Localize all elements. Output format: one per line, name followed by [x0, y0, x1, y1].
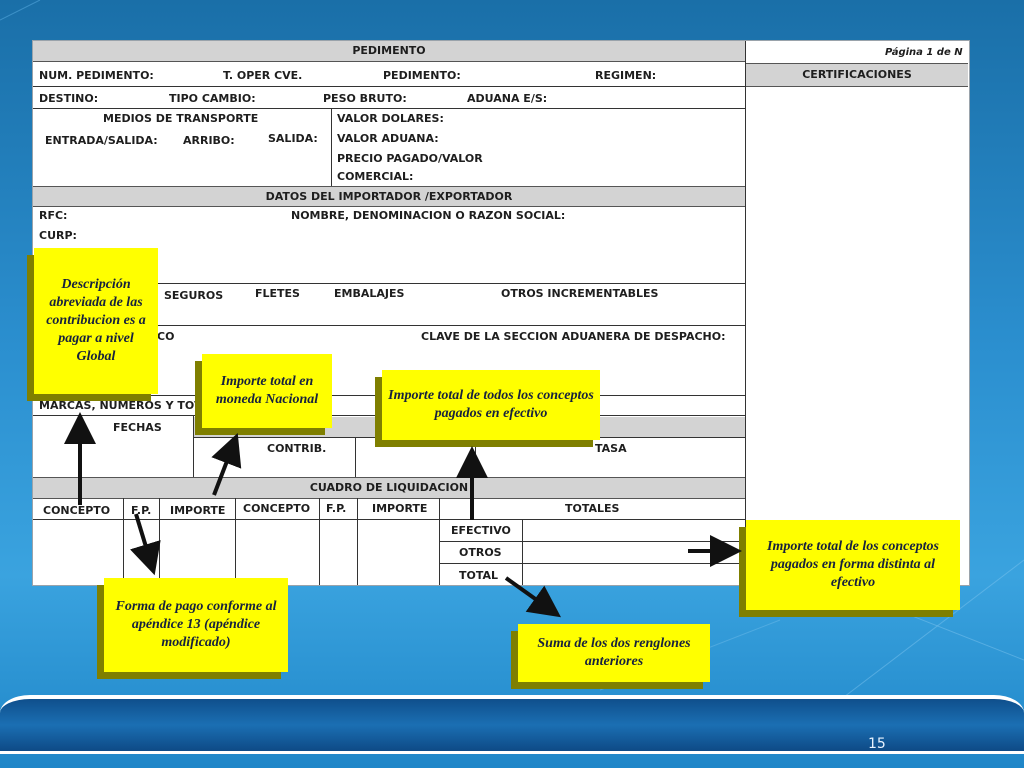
precio-pagado-label: PRECIO PAGADO/VALOR [337, 152, 483, 165]
form-title: PEDIMENTO [33, 41, 745, 62]
concepto-label-1: CONCEPTO [43, 504, 111, 517]
marcas-label: MARCAS, NUMEROS Y TOT [39, 399, 202, 412]
salida-label: SALIDA: [268, 132, 318, 145]
page-indicator: Página 1 de N [885, 47, 963, 58]
tipo-cambio-label: TIPO CAMBIO: [169, 92, 256, 105]
callout-importe-distinta: Importe total de los conceptos pagados e… [746, 520, 960, 610]
aduana-es-label: ADUANA E/S: [467, 92, 548, 105]
total-label: TOTAL [459, 569, 499, 582]
valor-aduana-label: VALOR ADUANA: [337, 132, 439, 145]
fp-label-2: F.P. [326, 502, 347, 515]
clave-seccion-label: CLAVE DE LA SECCION ADUANERA DE DESPACHO… [421, 330, 726, 343]
regimen-label: REGIMEN: [595, 69, 657, 82]
num-pedimento-label: NUM. PEDIMENTO: [39, 69, 154, 82]
entrada-salida-label: ENTRADA/SALIDA: [45, 134, 158, 147]
comercial-label: COMERCIAL: [337, 170, 414, 183]
curp-label: CURP: [39, 229, 77, 242]
importe-label-2: IMPORTE [372, 502, 428, 515]
page-number: 15 [868, 736, 886, 752]
callout-suma: Suma de los dos renglones anteriores [518, 624, 710, 682]
concepto-label-2: CONCEPTO [243, 502, 311, 515]
co-label: CO [157, 330, 175, 343]
arribo-label: ARRIBO: [183, 134, 235, 147]
otros-incrementables-label: OTROS INCREMENTABLES [501, 287, 659, 300]
callout-importe-efectivo: Importe total de todos los conceptos pag… [382, 370, 600, 440]
fletes-label: FLETES [255, 287, 300, 300]
tasa-label: TASA [595, 442, 627, 455]
contrib-label: CONTRIB. [267, 442, 327, 455]
efectivo-label: EFECTIVO [451, 524, 511, 537]
fp-label-1: F.P. [131, 504, 152, 517]
footer-band [0, 695, 1024, 754]
peso-bruto-label: PESO BRUTO: [323, 92, 407, 105]
cuadro-liquidacion-header: CUADRO DE LIQUIDACION [33, 477, 745, 499]
rfc-label: RFC: [39, 209, 68, 222]
pedimento-label: PEDIMENTO: [383, 69, 461, 82]
t-oper-label: T. OPER CVE. [223, 69, 303, 82]
callout-importe-nacional: Importe total en moneda Nacional [202, 354, 332, 428]
medios-transporte-label: MEDIOS DE TRANSPORTE [103, 112, 259, 125]
embalajes-label: EMBALAJES [334, 287, 405, 300]
valor-dolares-label: VALOR DOLARES: [337, 112, 444, 125]
importe-label-1: IMPORTE [170, 504, 226, 517]
pedimento-form: PEDIMENTO Página 1 de N NUM. PEDIMENTO: … [32, 40, 970, 586]
callout-descripcion: Descripción abreviada de las contribucio… [34, 248, 158, 394]
certificaciones-header: CERTIFICACIONES [746, 63, 968, 87]
seguros-label: SEGUROS [164, 289, 224, 302]
callout-forma-pago: Forma de pago conforme al apéndice 13 (a… [104, 578, 288, 672]
otros-label: OTROS [459, 546, 502, 559]
datos-importador-header: DATOS DEL IMPORTADOR /EXPORTADOR [33, 186, 745, 207]
destino-label: DESTINO: [39, 92, 99, 105]
totales-label: TOTALES [565, 502, 620, 515]
nombre-label: NOMBRE, DENOMINACION O RAZON SOCIAL: [291, 209, 566, 222]
fechas-label: FECHAS [113, 421, 162, 434]
